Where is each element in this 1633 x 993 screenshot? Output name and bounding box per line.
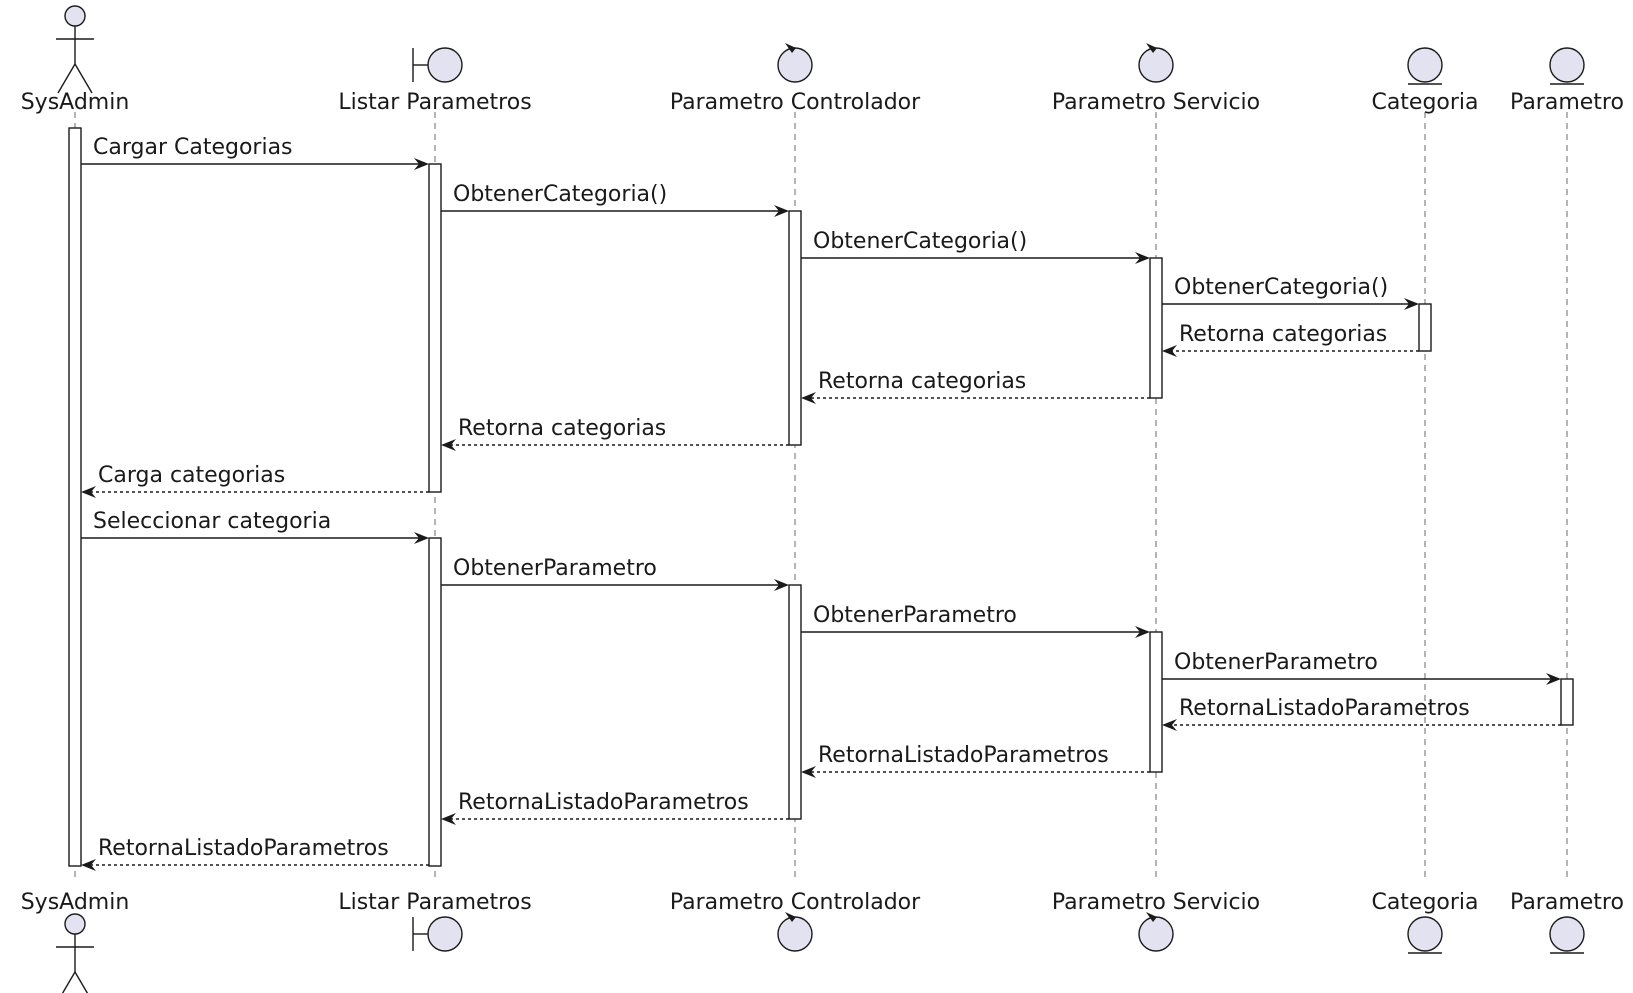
arrowhead-icon: [801, 766, 816, 778]
message-label: ObtenerCategoria(): [813, 229, 1027, 254]
participant-parametro-bottom: Parametro: [1510, 890, 1624, 954]
participant-label: Categoria: [1371, 90, 1478, 115]
arrowhead-icon: [1135, 252, 1150, 264]
message-label: ObtenerParametro: [453, 556, 657, 581]
entity-icon: [1549, 47, 1585, 85]
message-label: Retorna categorias: [1179, 322, 1387, 347]
actor-icon: [56, 913, 94, 993]
participant-label: Parametro: [1510, 90, 1624, 115]
arrowhead-icon: [1162, 719, 1177, 731]
message-return: Retorna categorias: [801, 369, 1150, 404]
control-icon: [777, 43, 813, 83]
participant-label: SysAdmin: [21, 890, 130, 915]
participant-label: Parametro: [1510, 890, 1624, 915]
participant-label: Parametro Controlador: [670, 90, 921, 115]
arrowhead-icon: [414, 532, 429, 544]
activation-bars: [68, 127, 1574, 867]
message-label: RetornaListadoParametros: [1179, 696, 1470, 721]
message-return: Retorna categorias: [441, 416, 789, 451]
message-label: ObtenerCategoria(): [1174, 275, 1388, 300]
participant-parametro-top: Parametro: [1510, 47, 1624, 115]
message-label: Retorna categorias: [818, 369, 1026, 394]
message-call: Seleccionar categoria: [81, 509, 429, 544]
activation-bar-parametro: [1560, 678, 1574, 726]
message-return: RetornaListadoParametros: [1162, 696, 1561, 731]
participant-label: SysAdmin: [21, 90, 130, 115]
message-call: ObtenerParametro: [1162, 650, 1561, 685]
activation-bar-controlador: [788, 210, 802, 446]
participant-label: Listar Parametros: [338, 890, 531, 915]
entity-icon: [1549, 916, 1585, 954]
arrowhead-icon: [441, 813, 456, 825]
message-label: Carga categorias: [98, 463, 285, 488]
message-return: RetornaListadoParametros: [441, 790, 789, 825]
message-label: RetornaListadoParametros: [98, 836, 389, 861]
participant-label: Parametro Servicio: [1052, 890, 1260, 915]
participant-servicio-bottom: Parametro Servicio: [1052, 890, 1260, 952]
participant-sysadmin-top: SysAdmin: [21, 5, 130, 115]
arrowhead-icon: [1135, 626, 1150, 638]
control-icon: [1138, 43, 1174, 83]
message-call: ObtenerCategoria(): [1162, 275, 1419, 310]
participant-controlador-top: Parametro Controlador: [670, 43, 921, 115]
entity-icon: [1407, 47, 1443, 85]
message-label: RetornaListadoParametros: [818, 743, 1109, 768]
participant-categoria-bottom: Categoria: [1371, 890, 1479, 954]
message-label: RetornaListadoParametros: [458, 790, 749, 815]
message-return: Retorna categorias: [1162, 322, 1419, 357]
participant-controlador-bottom: Parametro Controlador: [670, 890, 921, 952]
activation-bar-listar: [428, 163, 442, 493]
arrowhead-icon: [441, 439, 456, 451]
activation-bar-servicio: [1149, 631, 1163, 773]
arrowhead-icon: [774, 579, 789, 591]
participant-listar-bottom: Listar Parametros: [338, 890, 532, 952]
message-call: ObtenerCategoria(): [441, 182, 789, 217]
message-return: RetornaListadoParametros: [801, 743, 1150, 778]
arrowhead-icon: [81, 859, 96, 871]
message-call: Cargar Categorias: [81, 135, 429, 170]
boundary-icon: [412, 47, 463, 83]
boundary-icon: [412, 916, 463, 952]
arrowhead-icon: [1404, 298, 1419, 310]
activation-bar-servicio: [1149, 257, 1163, 399]
message-return: Carga categorias: [81, 463, 429, 498]
message-label: ObtenerCategoria(): [453, 182, 667, 207]
arrowhead-icon: [81, 486, 96, 498]
control-icon: [1138, 912, 1174, 952]
message-label: Cargar Categorias: [93, 135, 293, 160]
arrowhead-icon: [1546, 673, 1561, 685]
message-return: RetornaListadoParametros: [81, 836, 429, 871]
arrowhead-icon: [801, 392, 816, 404]
message-call: ObtenerCategoria(): [801, 229, 1150, 264]
participant-label: Categoria: [1371, 890, 1478, 915]
participant-listar-top: Listar Parametros: [338, 47, 532, 115]
actor-icon: [56, 5, 94, 94]
participant-sysadmin-bottom: SysAdmin: [21, 890, 130, 993]
message-label: Retorna categorias: [458, 416, 666, 441]
participant-servicio-top: Parametro Servicio: [1052, 43, 1260, 115]
message-call: ObtenerParametro: [441, 556, 789, 591]
participant-label: Parametro Controlador: [670, 890, 921, 915]
message-label: Seleccionar categoria: [93, 509, 331, 534]
activation-bar-categoria: [1418, 303, 1432, 352]
arrowhead-icon: [414, 158, 429, 170]
activation-bar-sysadmin: [68, 127, 82, 867]
activation-bar-controlador: [788, 584, 802, 820]
participant-label: Parametro Servicio: [1052, 90, 1260, 115]
entity-icon: [1407, 916, 1443, 954]
arrowhead-icon: [774, 205, 789, 217]
participant-categoria-top: Categoria: [1371, 47, 1479, 115]
activation-bar-listar: [428, 537, 442, 867]
control-icon: [777, 912, 813, 952]
message-call: ObtenerParametro: [801, 603, 1150, 638]
message-label: ObtenerParametro: [813, 603, 1017, 628]
arrowhead-icon: [1162, 345, 1177, 357]
participant-label: Listar Parametros: [338, 90, 531, 115]
message-label: ObtenerParametro: [1174, 650, 1378, 675]
